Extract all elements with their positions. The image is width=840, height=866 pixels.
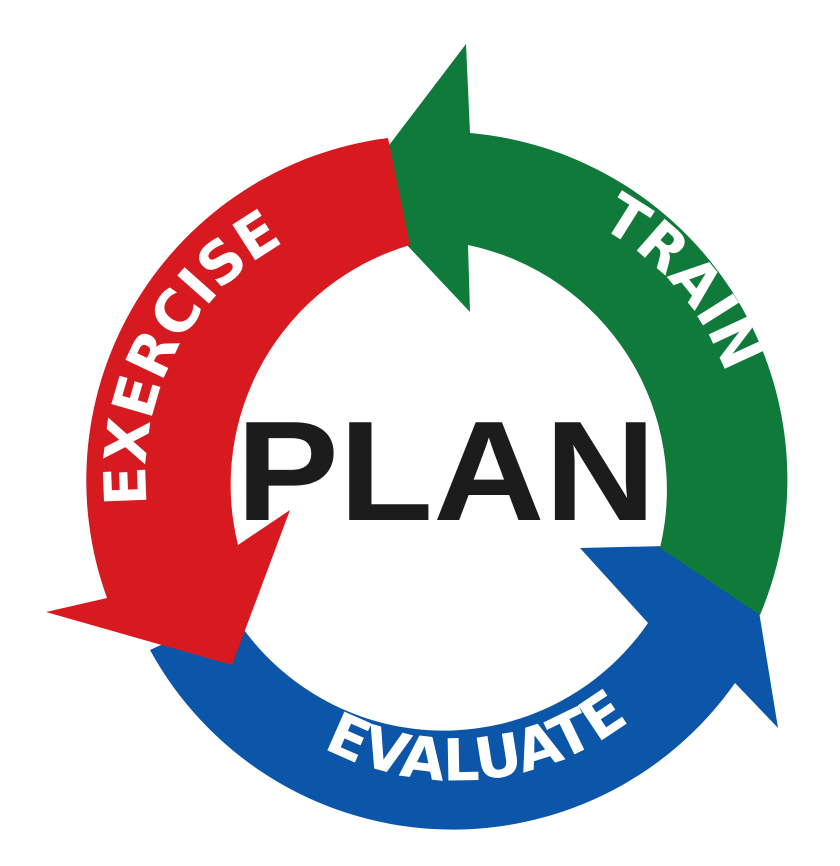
evaluate-arc [150,544,778,830]
evaluate-arrow [150,544,778,830]
train-arrow [355,44,788,615]
center-label: PLAN [236,392,656,551]
train-arc [355,44,788,615]
exercise-arrow [46,138,410,665]
exercise-arc [46,138,410,665]
